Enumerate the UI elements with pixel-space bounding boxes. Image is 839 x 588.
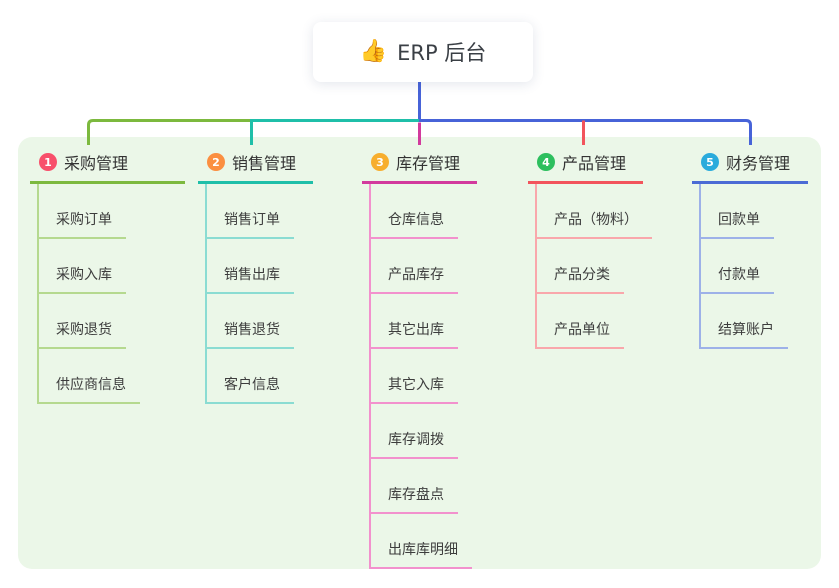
branch-inventory: 3 库存管理 仓库信息 产品库存 其它出库 其它入库 库存调拨 库存盘点 出库库… [362, 148, 477, 569]
node-payment-order[interactable]: 付款单 [701, 239, 774, 294]
node-receipt-order[interactable]: 回款单 [701, 184, 774, 239]
branch-inventory-children: 仓库信息 产品库存 其它出库 其它入库 库存调拨 库存盘点 出库库明细 [369, 184, 472, 569]
branch-purchase-header[interactable]: 1 采购管理 [30, 148, 185, 184]
node-product-stock[interactable]: 产品库存 [371, 239, 458, 294]
branch-finance-header[interactable]: 5 财务管理 [692, 148, 808, 184]
node-purchase-return[interactable]: 采购退货 [39, 294, 126, 349]
branches-background-panel [18, 137, 821, 569]
badge-3: 3 [371, 153, 389, 171]
branch-purchase-children: 采购订单 采购入库 采购退货 供应商信息 [37, 184, 140, 404]
node-other-inbound[interactable]: 其它入库 [371, 349, 458, 404]
branch-product-header[interactable]: 4 产品管理 [528, 148, 643, 184]
node-supplier-info[interactable]: 供应商信息 [39, 349, 140, 404]
node-purchase-order[interactable]: 采购订单 [39, 184, 126, 239]
badge-2: 2 [207, 153, 225, 171]
thumbs-up-icon: 👍 [359, 39, 388, 64]
branch-inventory-header[interactable]: 3 库存管理 [362, 148, 477, 184]
node-customer-info[interactable]: 客户信息 [207, 349, 294, 404]
node-purchase-inbound[interactable]: 采购入库 [39, 239, 126, 294]
node-product-material[interactable]: 产品（物料） [537, 184, 652, 239]
root-title: ERP 后台 [397, 41, 487, 65]
branch-finance-children: 回款单 付款单 结算账户 [699, 184, 788, 349]
node-outbound-detail[interactable]: 出库库明细 [371, 514, 472, 569]
branch-sales-children: 销售订单 销售出库 销售退货 客户信息 [205, 184, 294, 404]
branch-purchase: 1 采购管理 采购订单 采购入库 采购退货 供应商信息 [30, 148, 185, 404]
node-settlement-account[interactable]: 结算账户 [701, 294, 788, 349]
branch-product: 4 产品管理 产品（物料） 产品分类 产品单位 [528, 148, 652, 349]
node-stock-count[interactable]: 库存盘点 [371, 459, 458, 514]
node-sales-outbound[interactable]: 销售出库 [207, 239, 294, 294]
branch-finance: 5 财务管理 回款单 付款单 结算账户 [692, 148, 808, 349]
badge-4: 4 [537, 153, 555, 171]
branch-product-label: 产品管理 [562, 154, 627, 173]
node-warehouse-info[interactable]: 仓库信息 [371, 184, 458, 239]
node-stock-transfer[interactable]: 库存调拨 [371, 404, 458, 459]
branch-sales: 2 销售管理 销售订单 销售出库 销售退货 客户信息 [198, 148, 313, 404]
node-sales-return[interactable]: 销售退货 [207, 294, 294, 349]
branch-finance-label: 财务管理 [726, 154, 791, 173]
branch-sales-label: 销售管理 [232, 154, 297, 173]
node-sales-order[interactable]: 销售订单 [207, 184, 294, 239]
branch-product-children: 产品（物料） 产品分类 产品单位 [535, 184, 652, 349]
root-node-erp[interactable]: 👍 ERP 后台 [313, 22, 533, 82]
node-other-outbound[interactable]: 其它出库 [371, 294, 458, 349]
node-product-unit[interactable]: 产品单位 [537, 294, 624, 349]
badge-1: 1 [39, 153, 57, 171]
branch-sales-header[interactable]: 2 销售管理 [198, 148, 313, 184]
node-product-category[interactable]: 产品分类 [537, 239, 624, 294]
branch-inventory-label: 库存管理 [396, 154, 461, 173]
branch-purchase-label: 采购管理 [64, 154, 129, 173]
badge-5: 5 [701, 153, 719, 171]
